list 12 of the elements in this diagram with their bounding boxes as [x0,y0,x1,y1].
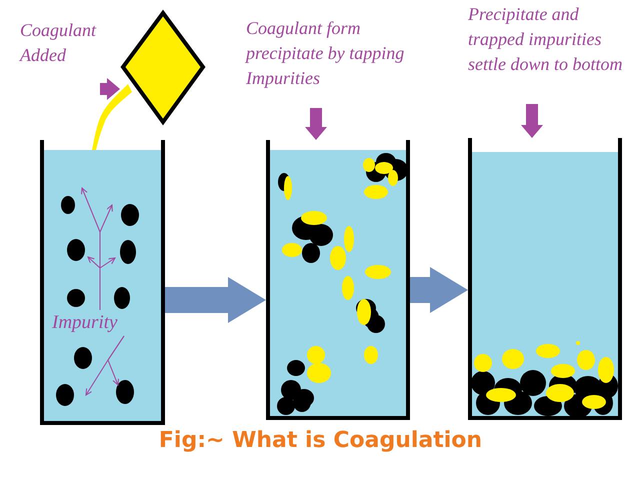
block-arrow [410,267,468,313]
annotation-text: Coagulant Added [20,19,98,67]
leader-line [100,258,116,310]
annotation-text: Precipitate and trapped impurities settle down to bottom [468,3,624,76]
pointer-arrow [521,104,543,138]
pointer-arrow [100,78,120,100]
pointer-arrow [305,108,327,140]
leader-line [107,336,124,386]
impurity-label: Impurity [52,311,118,335]
figure-caption: Fig:~ What is Coagulation [158,428,484,453]
block-arrow [165,277,266,323]
annotation-text: Coagulant form precipitate by tapping Impurities [246,17,406,90]
